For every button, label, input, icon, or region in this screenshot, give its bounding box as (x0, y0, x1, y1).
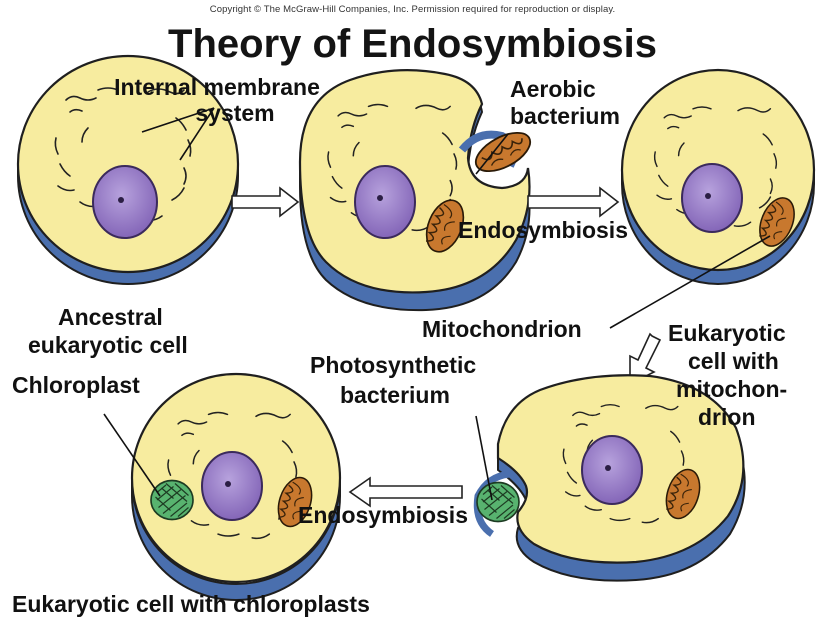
arrow-right-2 (528, 188, 618, 216)
nucleus (582, 436, 642, 504)
label-ancestral: Ancestral (58, 306, 163, 329)
label-mitochon: mitochon- (676, 378, 787, 401)
label-endosymbiosis-top: Endosymbiosis (458, 219, 628, 242)
photosynthetic-bacterium (477, 483, 519, 522)
label-chloroplast: Chloroplast (12, 374, 140, 397)
label-internal-membrane-system: system (175, 102, 295, 125)
chloroplast-organelle (151, 481, 193, 520)
page-title: Theory of Endosymbiosis (0, 24, 825, 64)
arrow-right-1 (232, 188, 298, 216)
label-drion: drion (698, 406, 756, 429)
cell-with-mitochondrion (622, 70, 814, 284)
nucleus (202, 452, 262, 520)
label-internal-membrane: Internal membrane (112, 76, 322, 99)
nucleus (93, 166, 157, 238)
label-photosynthetic-bacterium: bacterium (340, 384, 450, 407)
cell-with-chloroplast (132, 374, 340, 600)
engulfing-cell-aerobic (300, 70, 536, 310)
label-aerobic-bacterium: bacterium (510, 105, 620, 128)
label-final-cell: Eukaryotic cell with chloroplasts (12, 593, 370, 616)
label-aerobic: Aerobic (510, 78, 596, 101)
label-cell-with: cell with (688, 350, 779, 373)
label-endosymbiosis-bottom: Endosymbiosis (298, 504, 468, 527)
label-ancestral-eukaryotic-cell: eukaryotic cell (28, 334, 188, 357)
nucleus (682, 164, 742, 232)
label-photosynthetic: Photosynthetic (310, 354, 476, 377)
nucleus (355, 166, 415, 238)
copyright-notice: Copyright © The McGraw-Hill Companies, I… (0, 5, 825, 15)
label-eukaryotic: Eukaryotic (668, 322, 786, 345)
label-mitochondrion: Mitochondrion (422, 318, 582, 341)
